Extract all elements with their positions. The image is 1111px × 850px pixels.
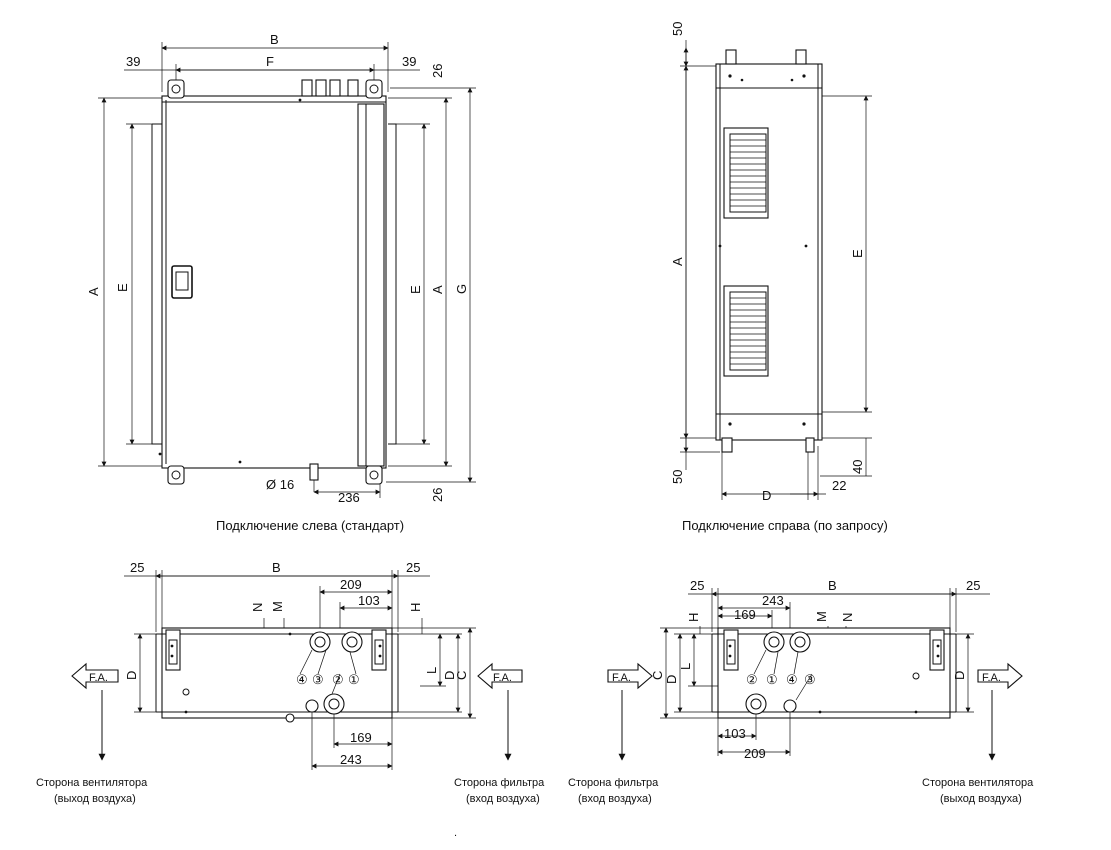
dim-50-top: 50 [670, 22, 685, 36]
label-D: D [664, 675, 679, 684]
fa-label-left: F.A. [89, 672, 108, 684]
fa-arrow-right-icon [977, 662, 1023, 690]
label-N: N [250, 603, 265, 612]
label-B: B [270, 32, 279, 47]
label-A: A [670, 257, 685, 266]
dim-50-bottom: 50 [670, 470, 685, 484]
fa-arrow-left-icon [607, 662, 653, 690]
dim-25-right: 25 [406, 560, 420, 575]
dim-25-right: 25 [966, 578, 980, 593]
footer-mark: . [454, 827, 457, 839]
fa-arrow-left-icon [71, 662, 119, 690]
filter-side-line2: (вход воздуха) [466, 793, 540, 805]
label-H: H [408, 603, 423, 612]
caption-left-connection: Подключение слева (стандарт) [216, 518, 404, 533]
filter-side-line2: (вход воздуха) [578, 793, 652, 805]
dim-40: 40 [850, 460, 865, 474]
conn-4: ④ [296, 672, 308, 687]
label-F: F [266, 54, 274, 69]
conn-2: ② [332, 672, 344, 687]
fan-lower [723, 285, 769, 377]
fa-label-right: F.A. [982, 672, 1001, 684]
label-A-left: A [86, 287, 101, 296]
dim-169: 169 [350, 730, 372, 745]
dim-25-left: 25 [130, 560, 144, 575]
fa-label-left: F.A. [612, 672, 631, 684]
view-left-connection: B F 39 39 26 A E E A G 26 [86, 32, 476, 533]
fa-arrow-right-icon [477, 662, 523, 690]
label-C: C [454, 671, 469, 680]
label-L: L [678, 663, 693, 670]
unit-body-left [161, 95, 387, 469]
label-L: L [424, 667, 439, 674]
dim-25-left: 25 [690, 578, 704, 593]
conn-4: ④ [786, 672, 798, 687]
label-B: B [828, 578, 837, 593]
label-E: E [850, 249, 865, 258]
conn-3: ③ [804, 672, 816, 687]
unit-body-right [715, 63, 823, 441]
conn-3: ③ [312, 672, 324, 687]
dim-243: 243 [340, 752, 362, 767]
dim-22: 22 [832, 478, 846, 493]
fan-side-line2: (выход воздуха) [940, 793, 1022, 805]
label-B: B [272, 560, 281, 575]
fan-side-line1: Сторона вентилятора [922, 777, 1034, 789]
dim-diam-16: Ø 16 [266, 477, 294, 492]
conn-2: ② [746, 672, 758, 687]
dim-243: 243 [762, 593, 784, 608]
caption-right-connection: Подключение справа (по запросу) [682, 518, 888, 533]
view-bottom-left: 25 B 25 209 103 N M H L D C D [36, 560, 545, 805]
conn-1: ① [348, 672, 360, 687]
label-M: M [270, 601, 285, 612]
conn-1: ① [766, 672, 778, 687]
label-D: D [124, 671, 139, 680]
dim-39-left: 39 [126, 54, 140, 69]
fan-upper [723, 127, 769, 219]
dim-26-bottom: 26 [430, 488, 445, 502]
label-D: D [762, 488, 771, 503]
label-D2: D [442, 671, 457, 680]
fan-side-line2: (выход воздуха) [54, 793, 136, 805]
fa-label-right: F.A. [493, 672, 512, 684]
label-H: H [686, 613, 701, 622]
filter-side-line1: Сторона фильтра [568, 777, 659, 789]
label-N: N [840, 613, 855, 622]
fan-side-line1: Сторона вентилятора [36, 777, 148, 789]
dim-103: 103 [724, 726, 746, 741]
label-E-right: E [408, 285, 423, 294]
dim-236: 236 [338, 490, 360, 505]
label-E-left: E [115, 283, 130, 292]
dim-103: 103 [358, 593, 380, 608]
view-right-connection: 50 A 50 E 40 D 22 [670, 22, 888, 533]
label-A-right: A [430, 285, 445, 294]
dim-209: 209 [340, 577, 362, 592]
dim-39-right: 39 [402, 54, 416, 69]
view-bottom-right: 25 B 25 243 169 H M N C D L D [568, 578, 1034, 805]
label-D2: D [952, 671, 967, 680]
label-C: C [650, 671, 665, 680]
dim-209: 209 [744, 746, 766, 761]
filter-side-line1: Сторона фильтра [454, 777, 545, 789]
dim-26-top: 26 [430, 64, 445, 78]
dim-169: 169 [734, 607, 756, 622]
label-G: G [454, 284, 469, 294]
label-M: M [814, 611, 829, 622]
